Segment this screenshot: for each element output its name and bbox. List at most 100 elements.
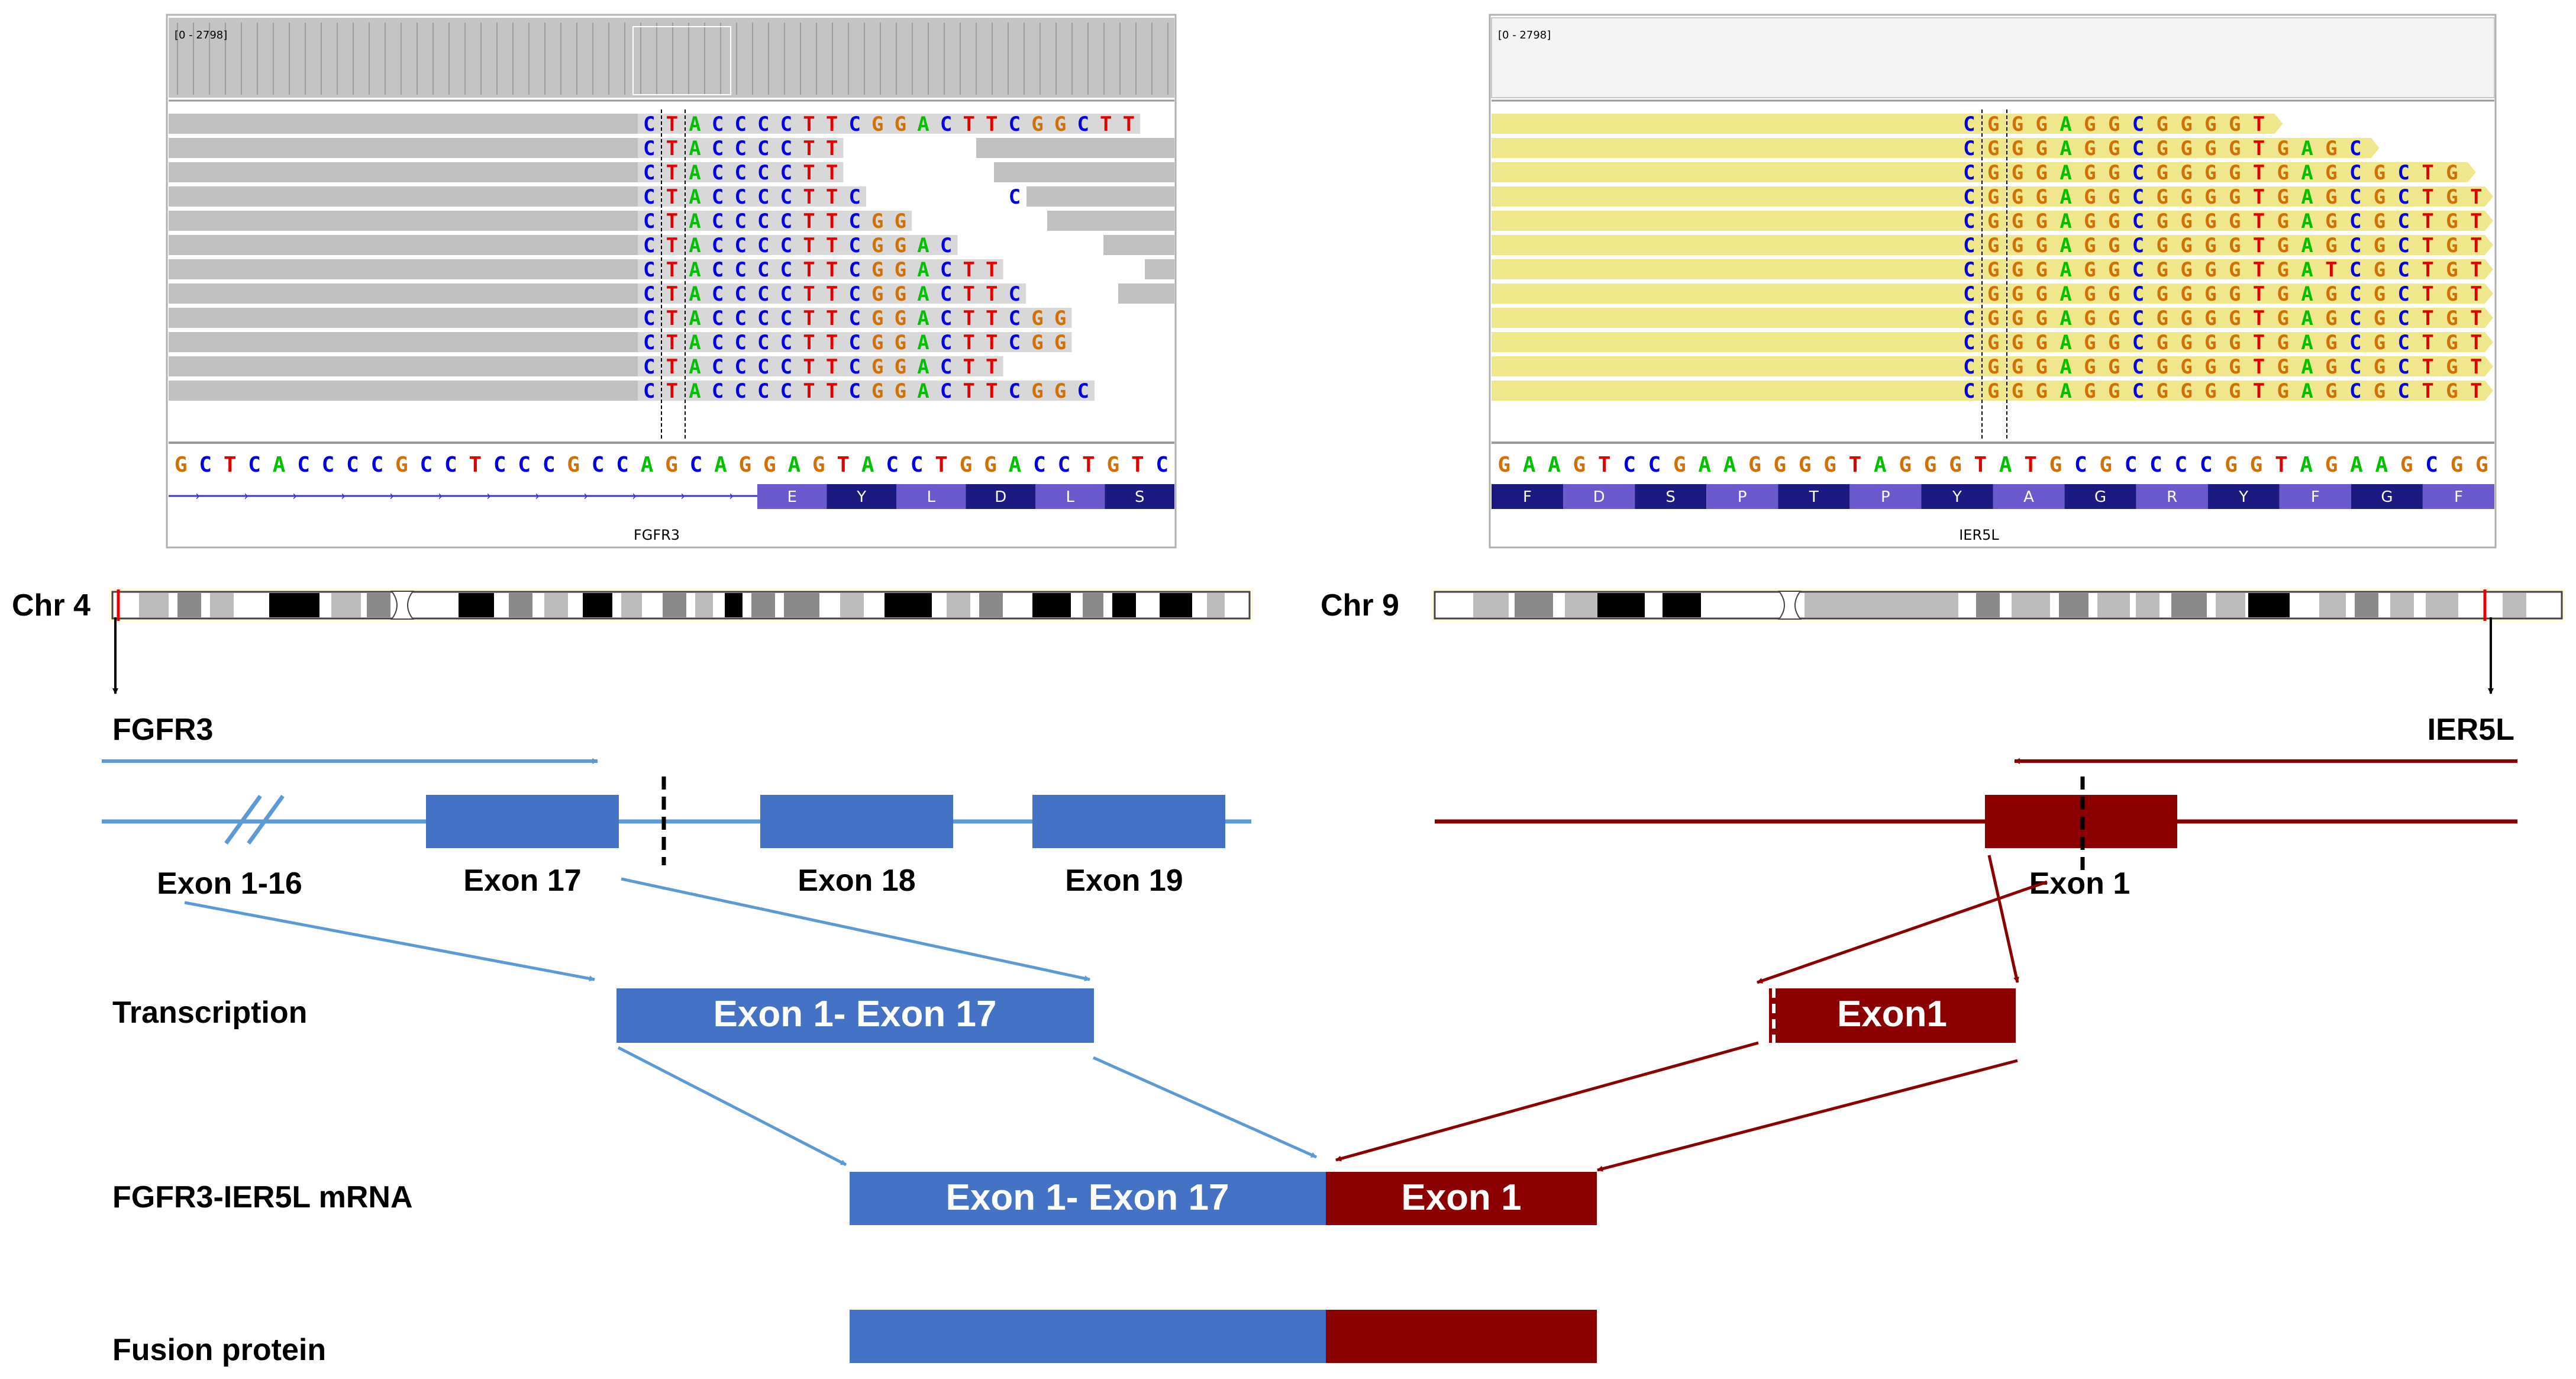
- read-bar: [1145, 259, 1174, 279]
- read-base: G: [895, 282, 906, 306]
- read-base: C: [643, 331, 655, 355]
- mrna-left-label: Exon 1- Exon 17: [946, 1177, 1229, 1218]
- read-base: C: [2349, 137, 2361, 160]
- read-base: G: [2036, 258, 2048, 282]
- read-base: C: [734, 185, 746, 209]
- reference-base: A: [1548, 453, 1561, 477]
- reference-base: G: [2099, 453, 2112, 477]
- read-base: C: [712, 161, 724, 185]
- read-base: A: [917, 379, 929, 403]
- read-base: C: [1963, 307, 1975, 330]
- reference-base: G: [2250, 453, 2263, 477]
- gap-slash-icon: [224, 794, 262, 845]
- read-base: C: [940, 379, 952, 403]
- read-base: T: [803, 379, 815, 403]
- amino-acid-cell: [966, 484, 1035, 509]
- read-base: T: [2422, 379, 2433, 403]
- read-base: C: [757, 185, 769, 209]
- read-base: T: [2470, 258, 2482, 282]
- read-base: T: [2422, 258, 2433, 282]
- read-base: G: [2325, 234, 2337, 257]
- reference-base: C: [2125, 453, 2138, 477]
- read-base: T: [666, 282, 678, 306]
- reference-base: C: [1155, 453, 1168, 477]
- read-base: G: [2277, 307, 2289, 330]
- ideogram-band: [1112, 593, 1136, 617]
- read-base: G: [871, 331, 883, 355]
- read-base: G: [2012, 379, 2023, 403]
- reference-base: T: [1131, 453, 1144, 477]
- ideogram-band: [947, 593, 970, 617]
- read-base: C: [2132, 355, 2144, 379]
- read-base: C: [2132, 258, 2144, 282]
- reference-base: A: [1723, 453, 1736, 477]
- amino-acid-cell: [1993, 484, 2065, 509]
- read-base: G: [2374, 307, 2385, 330]
- read-bar: [638, 381, 1095, 401]
- read-base: G: [2108, 234, 2120, 257]
- read-base: A: [2059, 258, 2071, 282]
- amino-acid-label: P: [1881, 488, 1890, 506]
- read-base: G: [2180, 331, 2192, 355]
- read-base: G: [2036, 379, 2048, 403]
- read-base: A: [2301, 161, 2313, 185]
- read-base: T: [826, 112, 838, 136]
- read-base: T: [2422, 331, 2433, 355]
- reference-base: T: [1082, 453, 1095, 477]
- amino-acid-label: E: [787, 488, 797, 506]
- read-base: T: [666, 112, 678, 136]
- read-base: T: [666, 331, 678, 355]
- read-base: C: [2349, 282, 2361, 306]
- read-base: G: [2325, 379, 2337, 403]
- read-base: T: [2422, 161, 2433, 185]
- reference-base: C: [543, 453, 556, 477]
- reference-base: A: [1698, 453, 1711, 477]
- read-base: C: [2132, 234, 2144, 257]
- read-base: T: [826, 258, 838, 282]
- read-base: C: [2132, 307, 2144, 330]
- reference-base: C: [1033, 453, 1046, 477]
- read-base: C: [643, 355, 655, 379]
- ideogram-band: [2171, 593, 2207, 617]
- reference-base: C: [2200, 453, 2213, 477]
- read-base: T: [666, 234, 678, 257]
- read-base: G: [2180, 161, 2192, 185]
- read-base: A: [689, 258, 701, 282]
- read-base: C: [1963, 331, 1975, 355]
- read-base: C: [1963, 112, 1975, 136]
- ideogram-band: [2012, 593, 2050, 617]
- read-base: C: [848, 282, 860, 306]
- read-bar: [1492, 138, 2380, 158]
- read-base: C: [1963, 185, 1975, 209]
- read-base: G: [1987, 307, 1999, 330]
- read-base: T: [2325, 258, 2337, 282]
- read-bar: [1103, 235, 1174, 255]
- amino-acid-cell: [1921, 484, 1993, 509]
- read-base: G: [2012, 185, 2023, 209]
- read-base: G: [2180, 210, 2192, 233]
- read-base: C: [2349, 185, 2361, 209]
- read-base: G: [2012, 161, 2023, 185]
- read-base: C: [2349, 355, 2361, 379]
- read-base: A: [689, 355, 701, 379]
- read-base: C: [848, 112, 860, 136]
- read-base: T: [803, 355, 815, 379]
- read-base: C: [734, 379, 746, 403]
- read-base: G: [2084, 258, 2096, 282]
- read-base: A: [689, 161, 701, 185]
- read-base: T: [666, 210, 678, 233]
- amino-acid-cell: [2422, 484, 2494, 509]
- ideogram-band: [2059, 593, 2088, 617]
- reference-base: G: [1899, 453, 1912, 477]
- read-base: G: [2446, 355, 2458, 379]
- read-base: C: [712, 379, 724, 403]
- read-base: C: [848, 307, 860, 330]
- read-base: G: [2084, 112, 2096, 136]
- ideogram-band: [663, 593, 686, 617]
- read-base: G: [2374, 161, 2385, 185]
- read-base: G: [2180, 112, 2192, 136]
- read-base: A: [2059, 379, 2071, 403]
- amino-acid-cell: [2351, 484, 2423, 509]
- read-base: T: [826, 282, 838, 306]
- read-base: C: [2398, 379, 2410, 403]
